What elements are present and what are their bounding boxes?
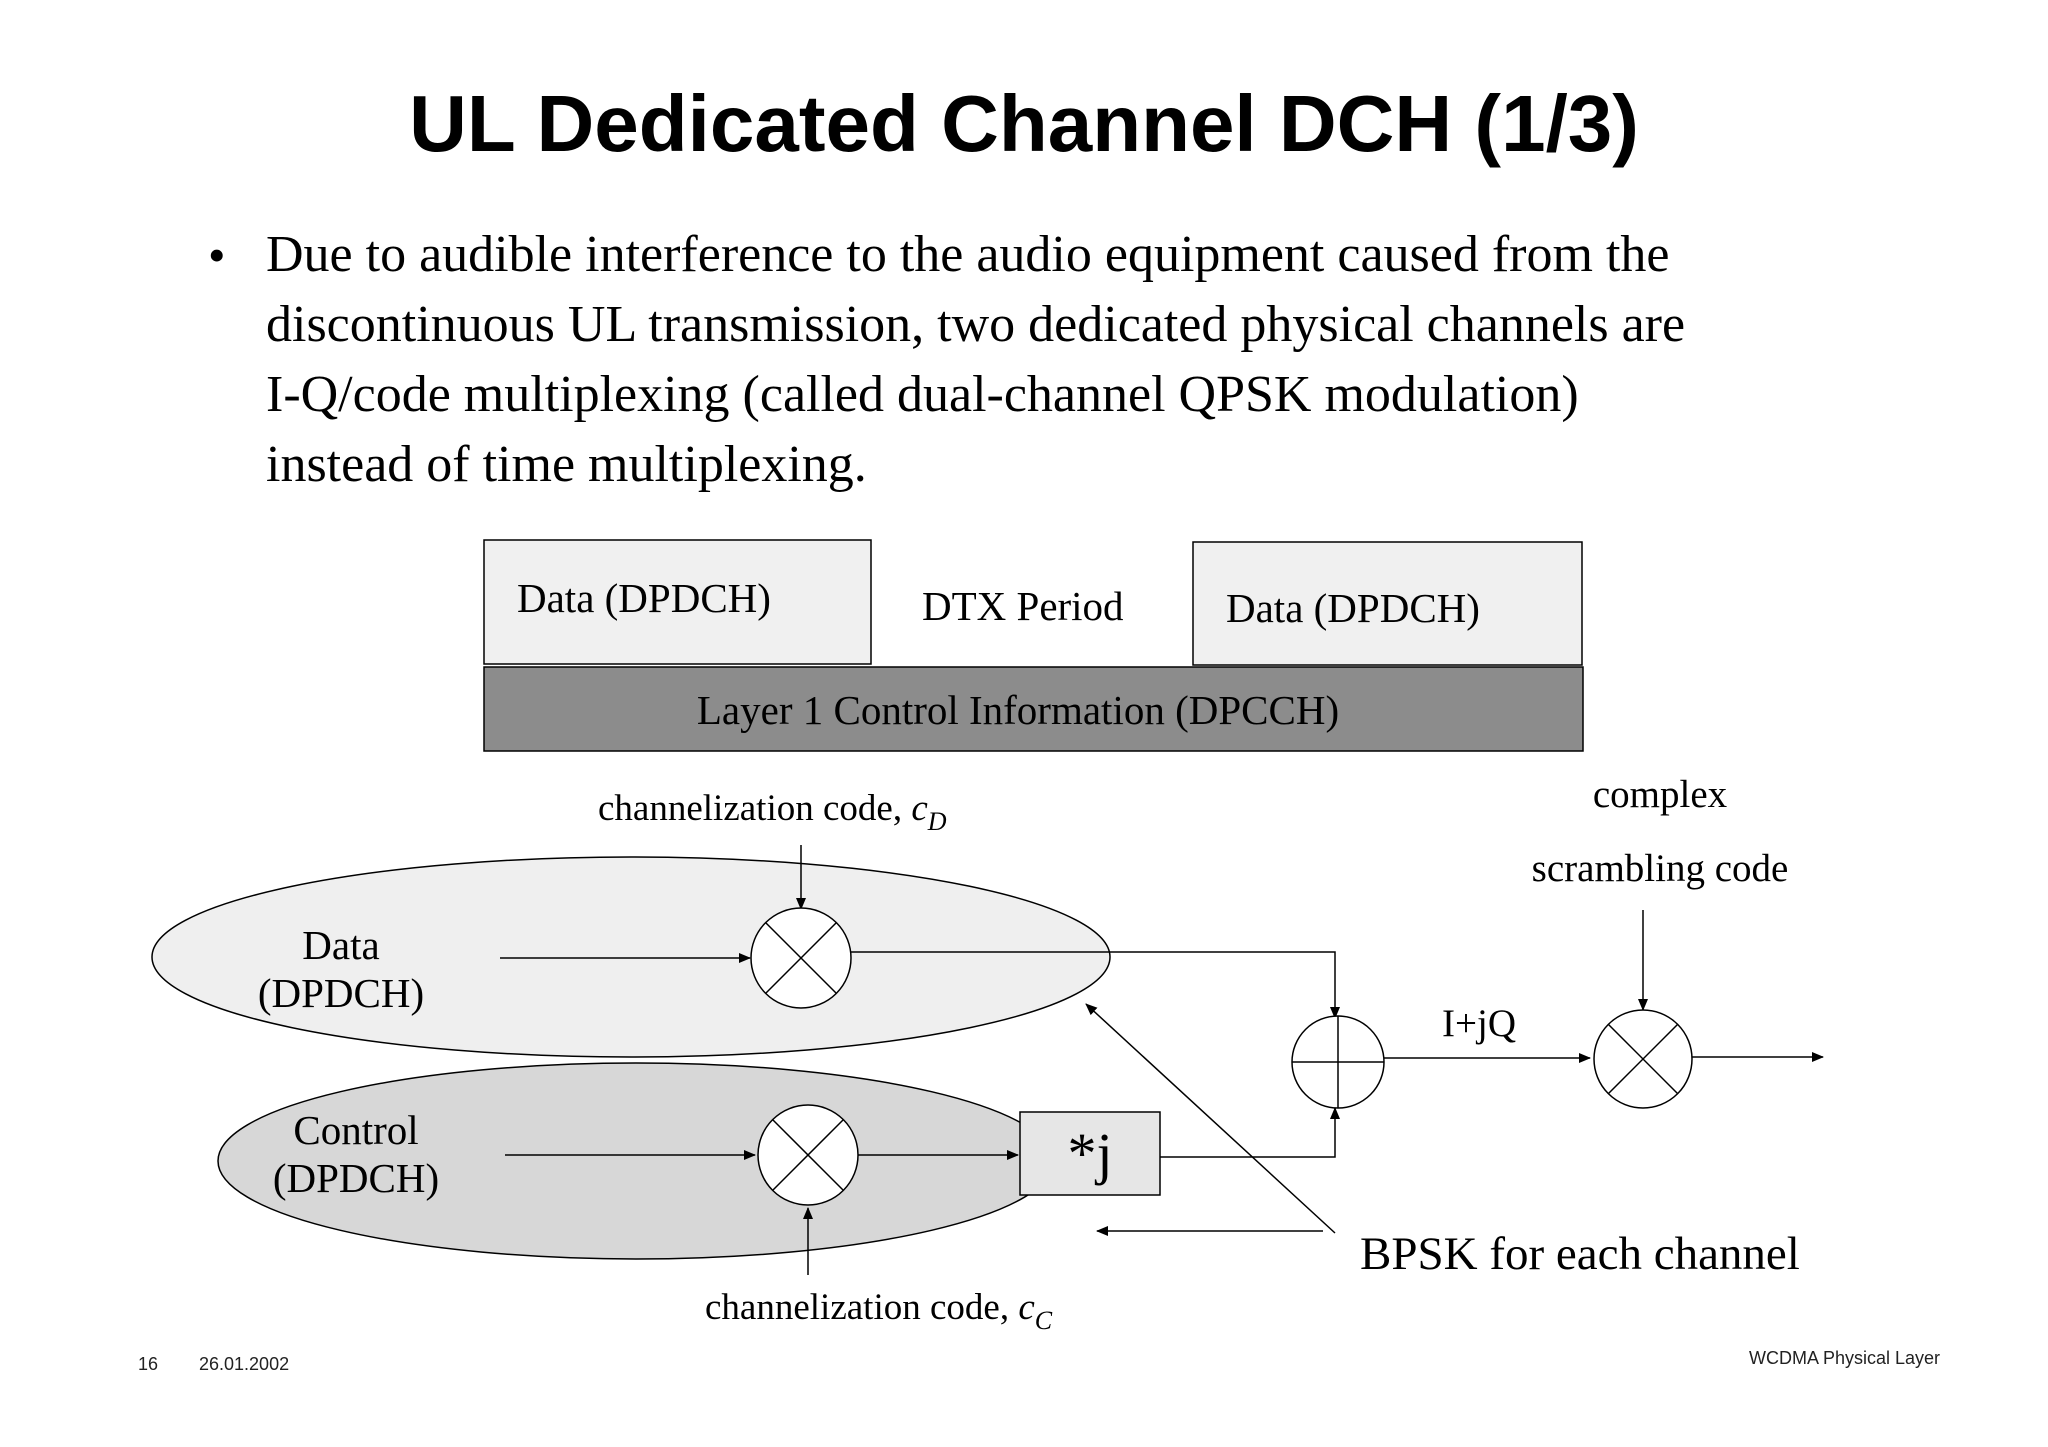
slide-title: UL Dedicated Channel DCH (1/3) bbox=[409, 79, 1639, 168]
bpsk-label: BPSK for each channel bbox=[1360, 1228, 1800, 1280]
control-bar-label: Layer 1 Control Information (DPCCH) bbox=[697, 687, 1339, 733]
j-to-adder-line bbox=[1160, 1107, 1340, 1158]
bullet-dot-icon: • bbox=[208, 227, 226, 283]
control-channel-label-line1: Control bbox=[293, 1107, 418, 1153]
data-channel-ellipse bbox=[151, 856, 1111, 1058]
data-box-left-label: Data (DPDCH) bbox=[517, 575, 771, 621]
data-multiplier-icon bbox=[750, 907, 852, 1009]
data-channel-label-line1: Data bbox=[302, 922, 379, 968]
times-j-block bbox=[1019, 1111, 1161, 1196]
page-number: 16 bbox=[138, 1354, 159, 1374]
adder-icon bbox=[1291, 1015, 1385, 1109]
times-j-label: *j bbox=[1067, 1121, 1112, 1186]
scrambling-multiplier-icon bbox=[1593, 1009, 1693, 1109]
data-box-left bbox=[483, 539, 872, 665]
timing-illustration: Data (DPDCH) DTX Period Data (DPDCH) Lay… bbox=[483, 539, 1584, 752]
channelization-code-d-label: channelization code, cD bbox=[598, 788, 947, 836]
block-diagram: channelization code, cD Data (DPDCH) Con… bbox=[151, 773, 1824, 1335]
data-to-adder-line bbox=[851, 951, 1340, 1019]
control-channel-label-line2: (DPDCH) bbox=[273, 1155, 439, 1201]
data-box-right bbox=[1192, 541, 1583, 666]
bullet-text: Due to audible interference to the audio… bbox=[266, 226, 1686, 493]
footer-document-title: WCDMA Physical Layer bbox=[1749, 1348, 1941, 1368]
footer-date: 26.01.2002 bbox=[199, 1354, 290, 1374]
scrambling-label-line2: scrambling code bbox=[1532, 847, 1789, 890]
data-channel-label-line2: (DPDCH) bbox=[258, 970, 424, 1016]
control-multiplier-icon bbox=[757, 1104, 859, 1206]
data-box-right-label: Data (DPDCH) bbox=[1226, 585, 1480, 631]
channelization-code-c-label: channelization code, cC bbox=[705, 1287, 1053, 1335]
scrambling-label-line1: complex bbox=[1593, 773, 1728, 816]
dtx-period-label: DTX Period bbox=[922, 583, 1124, 629]
bpsk-pointer-to-data bbox=[1085, 1003, 1336, 1234]
control-bar bbox=[483, 666, 1584, 752]
iq-label: I+jQ bbox=[1442, 1002, 1516, 1045]
